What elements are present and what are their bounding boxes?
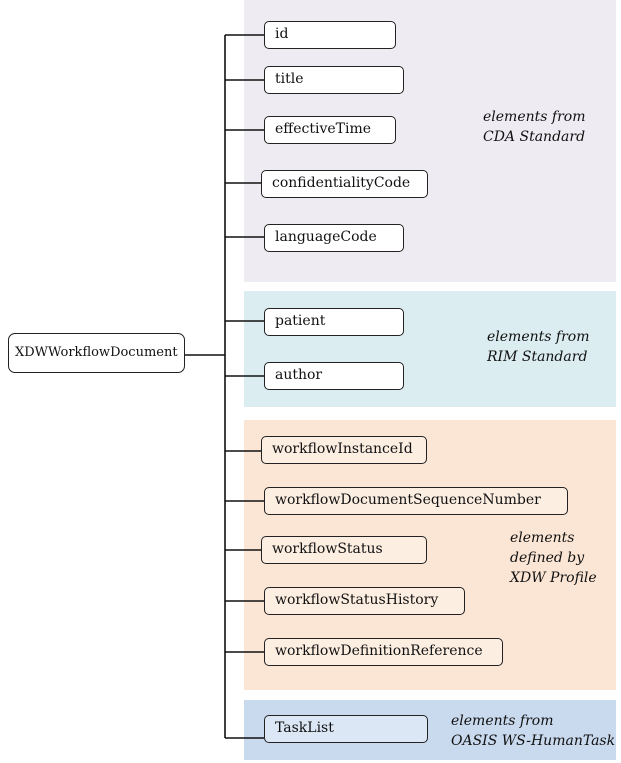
rim-annotation-line2: RIM Standard	[487, 349, 588, 365]
rim-annotation: elements from RIM Standard	[487, 327, 589, 367]
node-workflowDefinitionReference: workflowDefinitionReference	[264, 638, 503, 666]
root-node-xdwworkflowdocument: XDWWorkflowDocument	[8, 333, 185, 373]
cda-annotation-line2: CDA Standard	[483, 129, 586, 145]
node-effectiveTime: effectiveTime	[264, 116, 396, 144]
node-id: id	[264, 21, 396, 49]
node-title: title	[264, 66, 404, 94]
rim-annotation-line1: elements from	[487, 329, 590, 345]
xdw-annotation-line1: elements	[510, 530, 575, 546]
xdw-annotation-line3: XDW Profile	[510, 570, 597, 586]
xdw-annotation-line2: defined by	[510, 550, 585, 566]
node-workflowInstanceId: workflowInstanceId	[261, 436, 427, 464]
node-patient: patient	[264, 308, 404, 336]
oasis-annotation: elements from OASIS WS-HumanTask	[451, 711, 615, 751]
node-workflowStatusHistory: workflowStatusHistory	[264, 587, 465, 615]
cda-annotation-line1: elements from	[483, 109, 586, 125]
node-author: author	[264, 362, 404, 390]
node-confidentialityCode: confidentialityCode	[261, 170, 428, 198]
oasis-annotation-line1: elements from	[451, 713, 554, 729]
node-workflowStatus: workflowStatus	[261, 536, 427, 564]
oasis-annotation-line2: OASIS WS-HumanTask	[451, 733, 616, 749]
node-TaskList: TaskList	[264, 715, 428, 743]
cda-annotation: elements from CDA Standard	[483, 107, 585, 147]
node-languageCode: languageCode	[264, 224, 404, 252]
xdw-annotation: elements defined by XDW Profile	[510, 528, 597, 588]
node-workflowDocumentSequenceNumber: workflowDocumentSequenceNumber	[264, 487, 568, 515]
